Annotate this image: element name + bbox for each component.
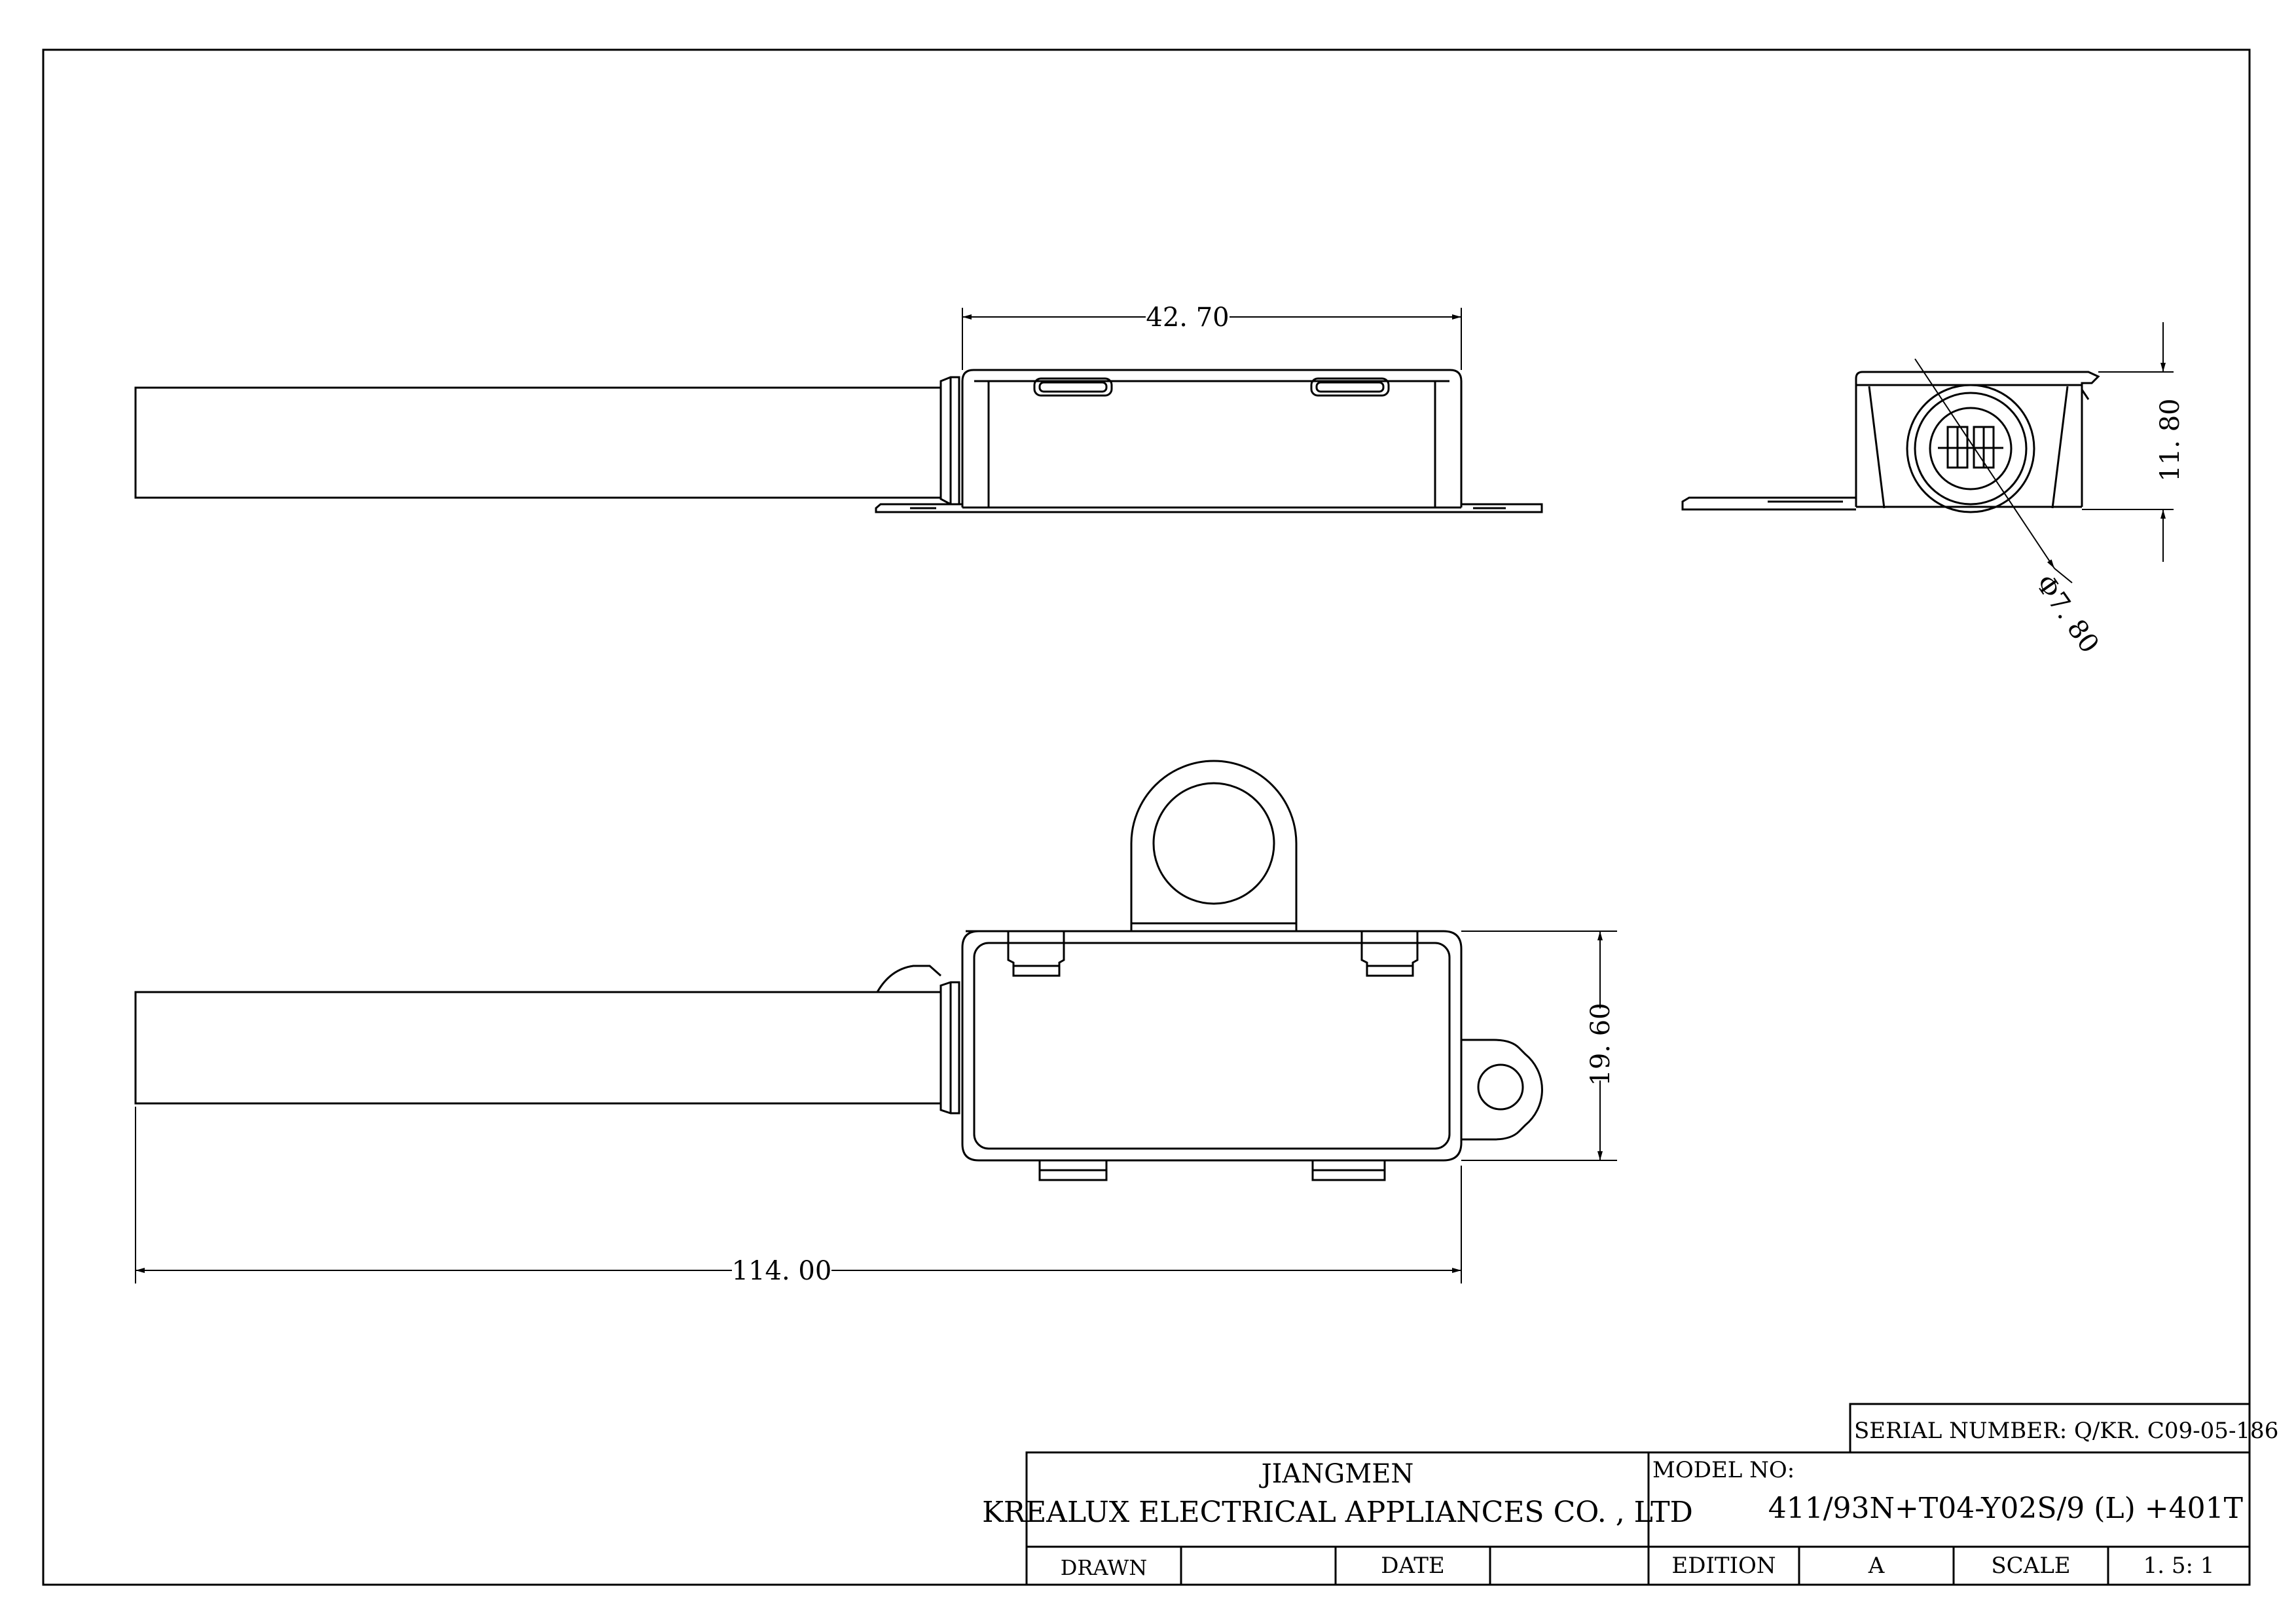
dimension-height-top-label: 19. 60 xyxy=(1586,1003,1616,1086)
side-view-housing xyxy=(1855,371,2100,507)
side-view-cable-section-outer xyxy=(1906,384,2035,513)
top-view-side-lug-hole xyxy=(1477,1063,1524,1111)
dimension-width-label: 42. 70 xyxy=(1146,303,1229,333)
dimension-width: 42. 70 xyxy=(962,303,1462,370)
title-block: SERIAL NUMBER: Q/KR. C09-05-186 JIANGMEN… xyxy=(982,1403,2278,1586)
top-view-housing xyxy=(961,930,1463,1162)
dimension-diameter-label: Φ7. 80 xyxy=(2030,569,2105,659)
drawn-label: DRAWN xyxy=(1061,1555,1147,1580)
company-city: JIANGMEN xyxy=(1259,1459,1414,1489)
edition-label: EDITION xyxy=(1671,1553,1776,1579)
top-view xyxy=(134,760,1543,1181)
scale-label: SCALE xyxy=(1991,1553,2070,1579)
front-view-mounting-flange xyxy=(875,503,1543,513)
drawing-frame xyxy=(42,48,2251,1586)
front-view-cable xyxy=(134,386,942,499)
model-label: MODEL NO: xyxy=(1652,1457,1795,1483)
side-view xyxy=(1681,371,2100,513)
dimension-height-side-label: 11. 80 xyxy=(2155,398,2185,481)
top-view-top-lug xyxy=(1130,760,1298,931)
serial-number-text: SERIAL NUMBER: Q/KR. C09-05-186 xyxy=(1854,1418,2278,1444)
dimension-length-label: 114. 00 xyxy=(732,1256,832,1286)
top-view-side-lug xyxy=(1461,1039,1543,1141)
edition-value: A xyxy=(1868,1553,1885,1579)
dimension-length: 114. 00 xyxy=(135,1107,1462,1286)
front-view xyxy=(134,369,1543,513)
side-view-mounting-flange xyxy=(1681,496,1856,511)
company-name: KREALUX ELECTRICAL APPLIANCES CO. , LTD xyxy=(982,1496,1693,1529)
top-view-clip-right xyxy=(1360,931,1419,977)
dimension-height-top: 19. 60 xyxy=(1461,931,1617,1161)
dimension-height-side: 11. 80 xyxy=(2082,322,2185,562)
date-label: DATE xyxy=(1381,1553,1444,1579)
front-view-clip-left xyxy=(1033,377,1113,397)
front-view-housing xyxy=(961,369,1463,507)
dimension-diameter: Φ7. 80 xyxy=(1914,358,2105,659)
model-number: 411/93N+T04-Y02S/9 (L) +401T xyxy=(1768,1492,2243,1525)
scale-value: 1. 5: 1 xyxy=(2143,1553,2215,1579)
side-view-cable-section-inner xyxy=(1929,407,2013,490)
top-view-top-lug-hole xyxy=(1152,782,1275,905)
top-view-clip-left xyxy=(1007,931,1065,977)
front-view-clip-right xyxy=(1310,377,1390,397)
top-view-cable xyxy=(134,991,942,1105)
